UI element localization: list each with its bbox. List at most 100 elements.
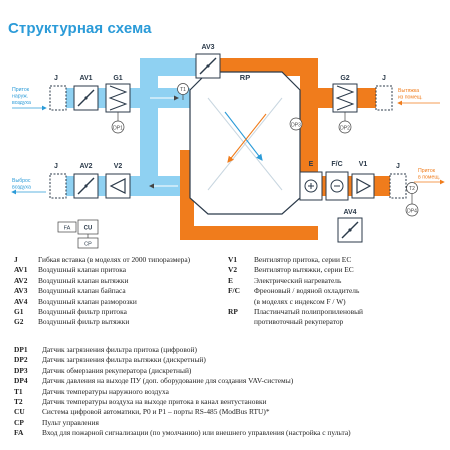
legend-desc: Воздушный клапан притока [38,265,126,275]
legend-code: V2 [228,265,238,275]
bypass-duct-top [140,58,210,76]
flex-insert-j-bottom-left [49,173,67,199]
legend-desc: Датчик загрязнения фильтра притока (цифр… [42,345,197,354]
inlet-outside-line-2: наруж. [12,94,28,100]
legend-desc: Гибкая вставка (в моделях от 2000 типора… [38,255,191,264]
legend-desc: Электрический нагреватель [254,275,342,285]
rp-label: RP [240,73,250,82]
filter-g2 [332,83,358,113]
sensor-t2 [406,182,418,194]
legend-desc: Воздушный клапан разморозки [38,296,137,306]
t1-label: T1 [180,87,186,93]
exhaust-outside-text: Выброс воздуха [12,178,32,191]
legend-code: T1 [14,386,23,396]
legend-desc: Вентилятор притока, серии EC [254,255,352,264]
inlet-outside-line-1: Приток [12,87,30,93]
legend-code: AV3 [14,286,28,296]
v1-label: V1 [359,161,368,168]
j-bottom-right-label: J [396,163,400,170]
cold-duct-vertical [140,98,158,196]
legend-row: DP4 Датчик давления на выходе ПУ (доп. об… [14,376,444,386]
dp1-label: DP1 [113,126,123,132]
legend-row: (в моделях с индексом F / W) [228,297,444,307]
legend-code: AV1 [14,265,28,275]
recuperator-rp: RP [189,71,301,215]
legend-bottom: DP1 Датчик загрязнения фильтра притока (ц… [14,345,444,439]
e-label: E [309,161,314,168]
flex-insert-j-top-right [375,85,393,111]
legend-row: T1 Датчик температуры наружного воздуха [14,387,444,397]
legend-desc: Фреоновый / водяной охладитель [254,286,360,296]
damper-av1 [73,85,99,111]
dp2-label: DP2 [340,126,350,132]
legend-row: AV1 Воздушный клапан притока [14,265,222,275]
exhaust-outside-line-2: воздуха [12,185,31,191]
legend-code: E [228,275,233,285]
exhaust-outside-line-1: Выброс [12,178,31,184]
exhaust-room-text: Вытяжка из помещ. [398,88,423,101]
legend-desc: Датчик температуры наружного воздуха [42,386,169,396]
sensor-dp2 [338,112,352,134]
av3-label: AV3 [201,44,214,51]
legend-desc: Пульт управления [42,417,99,427]
sensor-t1 [177,83,189,100]
exhaust-room-line-2: из помещ. [398,95,423,101]
legend-row: RP Пластинчатый полипропиленовый [228,307,444,317]
legend-code: DP3 [14,365,28,375]
legend-desc: Вход для пожарной сигнализации (по умолч… [42,428,351,438]
warm-duct-bottom [180,226,318,240]
legend-code: DP1 [14,345,28,354]
legend-code: DP2 [14,355,28,365]
sensor-dp3 [289,117,303,131]
dp3-label: DP3 [291,123,301,129]
legend-desc: Датчик загрязнения фильтра вытяжки (диск… [42,355,206,365]
legend-code: J [14,255,18,264]
legend-desc: Датчик давления на выходе ПУ (доп. обору… [42,376,294,386]
j-top-right-label: J [382,75,386,82]
legend-code: CU [14,407,25,417]
exhaust-room-line-1: Вытяжка [398,88,419,94]
legend-desc: Воздушный клапан вытяжки [38,275,129,285]
av1-label: AV1 [79,75,92,82]
legend-row: DP2 Датчик загрязнения фильтра вытяжки (д… [14,355,444,365]
cu-label: CU [84,226,93,232]
legend-row: G2 Воздушный фильтр вытяжки [14,317,222,327]
supply-room-line-2: в помещ. [418,175,440,181]
v2-label: V2 [114,163,123,170]
flex-insert-j-top-left [49,85,67,111]
legend-code: RP [228,307,238,317]
inlet-outside-text: Приток наруж. воздуха [12,87,31,106]
legend-desc: Датчик обмерзания рекуператора (дискретн… [42,365,192,375]
cooler-fc [325,171,349,201]
inlet-outside-line-3: воздуха [12,100,31,106]
legend-code [228,297,254,307]
structural-diagram: RP J AV1 G1 DP1 T1 AV3 DP3 [11,44,445,249]
legend-code: G2 [14,317,24,327]
legend-code: V1 [228,255,238,264]
legend-code: G1 [14,307,24,317]
legend-row: J Гибкая вставка (в моделях от 2000 типор… [14,255,222,265]
dp4-label: DP4 [407,209,417,215]
legend-row: DP3 Датчик обмерзания рекуператора (дискр… [14,366,444,376]
supply-room-text: Приток в помещ. [418,168,440,181]
j-top-left-label: J [54,75,58,82]
legend-desc: Воздушный фильтр вытяжки [38,317,130,327]
flex-insert-j-bottom-right [389,173,407,199]
legend-code: DP4 [14,376,28,386]
legend-code: F/C [228,286,240,296]
damper-av3 [195,53,221,79]
fan-v1 [351,173,375,199]
legend-row: V1 Вентилятор притока, серии EC [228,255,444,265]
av2-label: AV2 [79,163,92,170]
legend-desc: Пластинчатый полипропиленовый [254,307,364,317]
legend-desc: (в моделях с индексом F / W) [254,296,346,306]
filter-g1 [105,83,131,113]
page-title: Структурная схема [8,20,152,37]
